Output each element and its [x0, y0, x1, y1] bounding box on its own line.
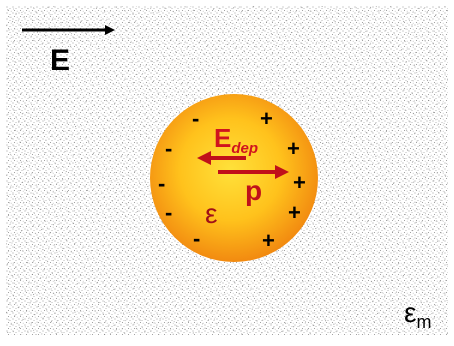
dipole-moment-label: p [245, 175, 262, 206]
positive-charge: + [293, 170, 306, 195]
dielectric-sphere [150, 94, 318, 262]
negative-charge: - [192, 106, 199, 131]
sphere-permittivity-label: ε [205, 198, 217, 229]
positive-charge: + [288, 200, 301, 225]
external-field-label: E [50, 44, 70, 77]
negative-charge: - [193, 226, 200, 251]
positive-charge: + [287, 136, 300, 161]
depolarization-field-label: Edep [214, 123, 258, 157]
negative-charge: - [165, 136, 172, 161]
negative-charge: - [158, 171, 165, 196]
negative-charge: - [165, 200, 172, 225]
positive-charge: + [260, 106, 273, 131]
medium-permittivity-label: εm [404, 297, 431, 332]
positive-charge: + [262, 228, 275, 253]
